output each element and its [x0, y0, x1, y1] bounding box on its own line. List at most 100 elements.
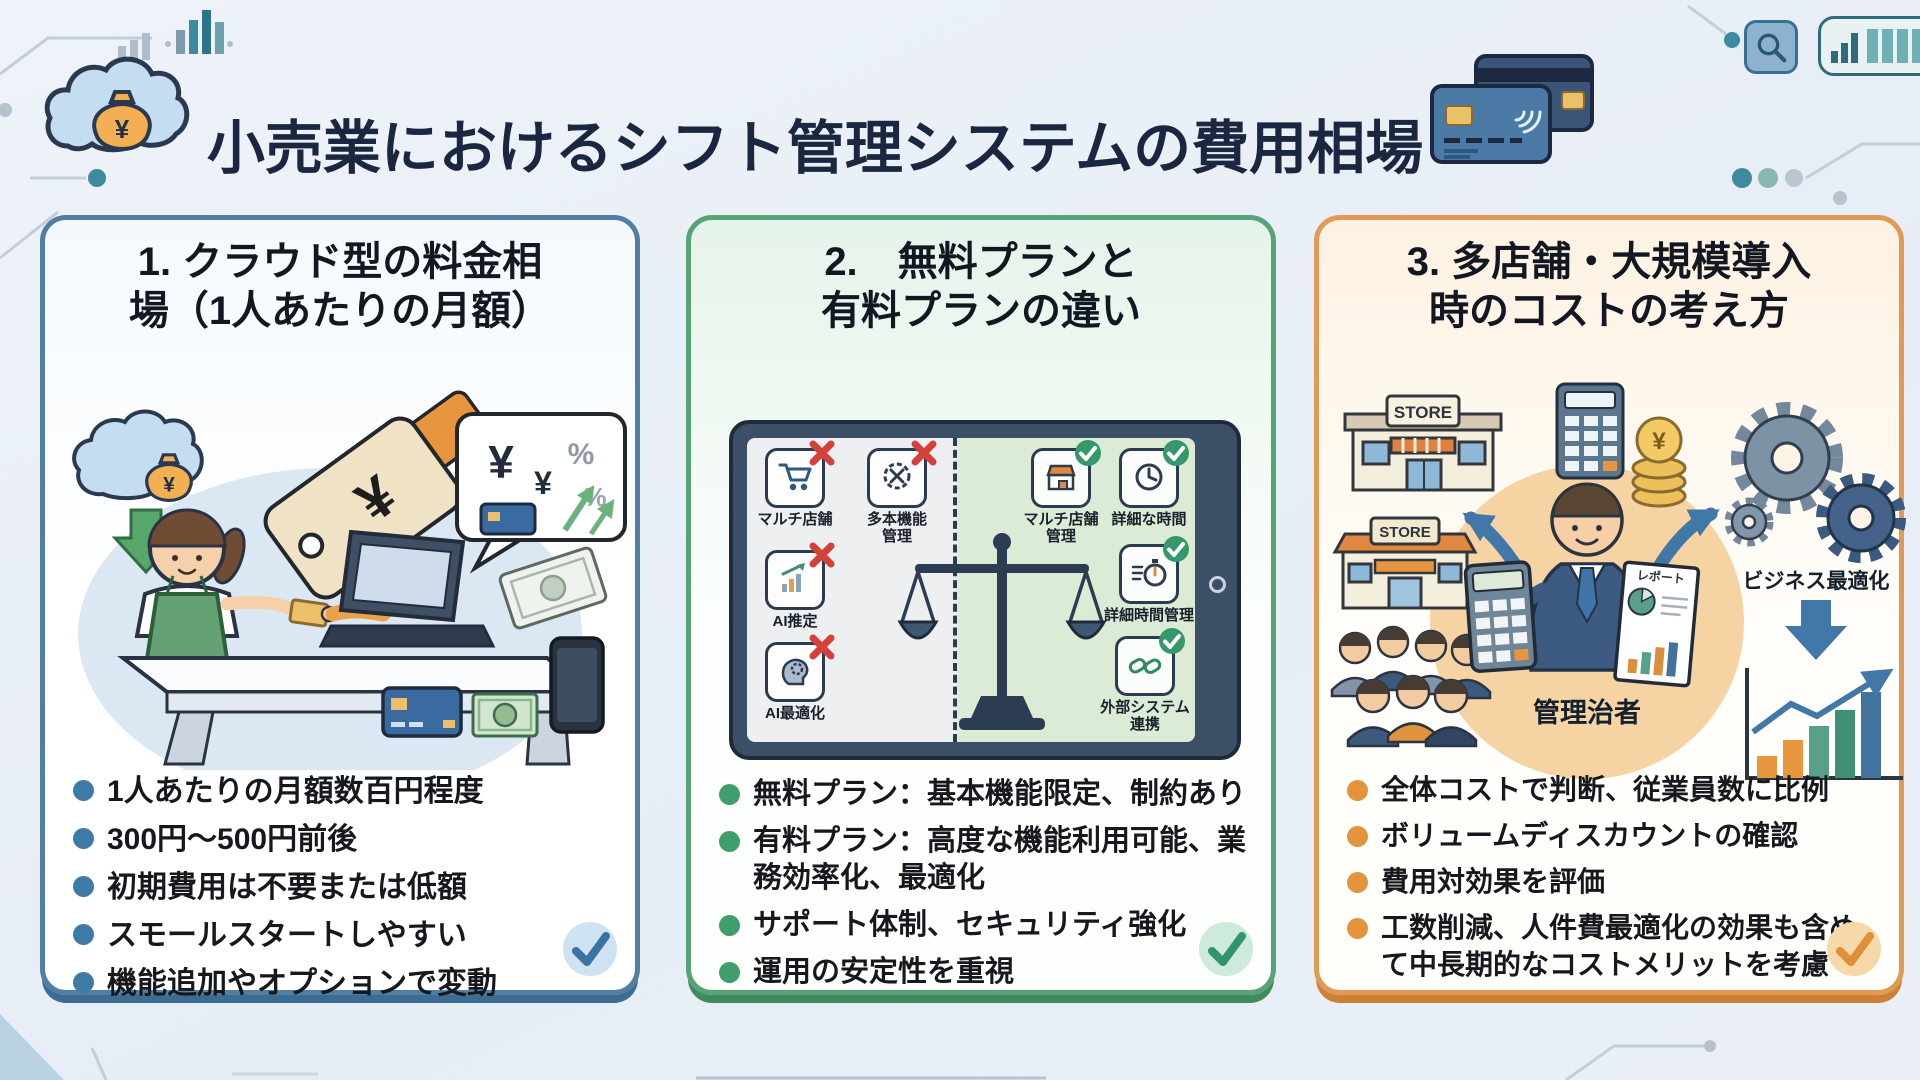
mini-bar-chart-teal-icon [176, 10, 224, 54]
bullet-item: 無料プラン：基本機能限定、制約あり [717, 776, 1255, 814]
bullet-dot-icon [73, 780, 94, 801]
bullet-item: スモールスタートしやすい [71, 916, 619, 955]
feature-multi-store-free: マルチ店舗 [749, 440, 841, 529]
price-speech-bubble: ¥ ¥ % % [455, 412, 627, 574]
bullet-item: 全体コストで判断、従業員数に比例 [1345, 772, 1883, 809]
svg-text:¥: ¥ [115, 114, 130, 144]
bullet-dot-icon [1347, 825, 1368, 847]
cloud-download-cost-icon: ¥ [72, 409, 204, 575]
bullet-text: 初期費用は不要または低額 [107, 871, 467, 904]
svg-text:STORE: STORE [1379, 524, 1430, 541]
check-mark-icon [1163, 440, 1189, 466]
gears-icon [1724, 402, 1906, 563]
check-badge-icon [561, 920, 619, 978]
feature-label: 多本機能 管理 [866, 511, 927, 545]
cashier-person [134, 508, 391, 674]
x-mark-icon [809, 542, 835, 568]
feature-ai-optimize-free: AI最適化 [749, 634, 841, 723]
corner-triangle-decoration [0, 1014, 64, 1080]
bullet-item: サポート体制、セキュリティ強化 [717, 907, 1255, 945]
svg-text:レポート: レポート [1636, 567, 1685, 586]
svg-text:¥: ¥ [488, 436, 514, 488]
bullet-dot-icon [1347, 917, 1368, 939]
feature-multi-store-paid: マルチ店舗 管理 [1015, 440, 1107, 546]
bullet-text: ボリュームディスカウントの確認 [1381, 819, 1799, 851]
credit-cards-icon [1430, 54, 1594, 164]
credit-card-icon [381, 686, 463, 738]
ai-chart-icon [765, 542, 835, 610]
cashier-register-illustration: ¥ ¥ ¥ ¥ % % [72, 390, 627, 770]
cloud-money-bag-icon: ¥ [44, 56, 190, 153]
clock-icon [1119, 440, 1189, 508]
banknote-tilted-icon [498, 546, 608, 630]
manager-person: レポート 管理治者 [1463, 482, 1701, 728]
search-icon [1744, 20, 1798, 74]
store-icon [1031, 440, 1101, 508]
svg-text:%: % [568, 438, 595, 471]
tablet-screen: マルチ店舗 多本機能 管理 [747, 438, 1195, 742]
bullet-item: ボリュームディスカウントの確認 [1345, 818, 1883, 855]
bullet-dot-icon [73, 972, 94, 993]
bullet-item: 工数削減、人件費最適化の効果も含めて中長期的なコストメリットを考慮 [1345, 910, 1883, 984]
panel-2-title: 2. 無料プランと 有料プランの違い [821, 240, 1141, 333]
bullet-text: スモールスタートしやすい [107, 919, 467, 952]
panel-1-bullets: 1人あたりの月額数百円程度 300円～500円前後 初期費用は不要または低額 ス… [71, 772, 619, 1012]
bullet-item: 300円～500円前後 [71, 820, 619, 859]
bullet-text: 1人あたりの月額数百円程度 [107, 775, 484, 808]
bullet-dot-icon [719, 915, 740, 937]
bullet-text: 無料プラン：基本機能限定、制約あり [753, 778, 1247, 810]
svg-text:STORE: STORE [1394, 403, 1452, 422]
bullet-dot-icon [719, 784, 740, 805]
blocked-icon [867, 440, 937, 508]
bullet-item: 運用の安定性を重視 [717, 954, 1255, 992]
manager-cost-illustration: STORE STORE [1330, 382, 1906, 780]
bullet-dot-icon [719, 961, 740, 983]
bullet-item: 1人あたりの月額数百円程度 [71, 772, 619, 811]
bullet-dot-icon [73, 924, 94, 945]
panel-free-vs-paid: 2. 無料プランと 有料プランの違い [686, 215, 1276, 995]
feature-label: 詳細な時間 [1111, 511, 1187, 528]
held-calculator-icon [1463, 560, 1538, 673]
link-icon [1115, 628, 1185, 696]
yen-coins-icon: ¥ [1631, 416, 1687, 508]
bullet-text: 費用対効果を評価 [1381, 865, 1606, 897]
bullet-item: 費用対効果を評価 [1345, 864, 1883, 901]
bullet-text: 運用の安定性を重視 [753, 955, 1015, 988]
ai-head-icon [765, 634, 835, 702]
feature-external-link-paid: 外部システム 連携 [1099, 628, 1191, 734]
money-bag-icon: ¥ [92, 90, 152, 151]
panel-multi-store-cost: 3. 多店舗・大規模導入 時のコストの考え方 STORE [1314, 215, 1906, 995]
panel-3-bullets: 全体コストで判断、従業員数に比例 ボリュームディスカウントの確認 費用対効果を評… [1345, 772, 1883, 993]
check-mark-icon [1075, 440, 1101, 466]
bullet-item: 機能追加やオプションで変動 [71, 964, 619, 1003]
bullet-text: 機能追加やオプションで変動 [107, 967, 497, 1000]
page-title: 小売業におけるシフト管理システムの費用相場 [206, 115, 1424, 181]
panel-2-bullets: 無料プラン：基本機能限定、制約あり 有料プラン：高度な機能利用可能、業務効率化、… [717, 776, 1255, 1000]
panel-3-title: 3. 多店舗・大規模導入 時のコストの考え方 [1406, 240, 1812, 333]
bullet-text: 工数削減、人件費最適化の効果も含めて中長期的なコストメリットを考慮 [1381, 911, 1858, 980]
banknote-icon [471, 692, 539, 738]
store-building-icon: STORE [1343, 394, 1503, 492]
x-mark-icon [809, 440, 835, 466]
bullet-dot-icon [73, 828, 94, 849]
signal-bars-icon [1818, 16, 1920, 76]
check-badge-icon [1197, 920, 1255, 978]
down-arrow-icon [1785, 600, 1847, 660]
bullet-dot-icon [73, 876, 94, 897]
bullet-text: 300円～500円前後 [107, 823, 358, 856]
card-icon [479, 502, 537, 536]
stopwatch-icon [1119, 536, 1189, 604]
svg-text:¥: ¥ [534, 465, 552, 501]
smartphone-icon [549, 636, 605, 734]
business-optimization-label: ビジネス最適化 [1743, 569, 1890, 593]
cart-icon [765, 440, 835, 508]
store-building-icon: STORE [1332, 516, 1478, 610]
panel-1-title: 1. クラウド型の料金相 場（1人あたりの月額） [128, 240, 552, 333]
bullet-dot-icon [1347, 780, 1368, 801]
growth-chart-icon [1745, 668, 1903, 780]
svg-text:¥: ¥ [1652, 428, 1666, 455]
panel-cloud-pricing: 1. クラウド型の料金相 場（1人あたりの月額） ¥ [40, 215, 640, 1000]
x-mark-icon [911, 440, 937, 466]
bullet-text: 全体コストで判断、従業員数に比例 [1381, 774, 1830, 805]
